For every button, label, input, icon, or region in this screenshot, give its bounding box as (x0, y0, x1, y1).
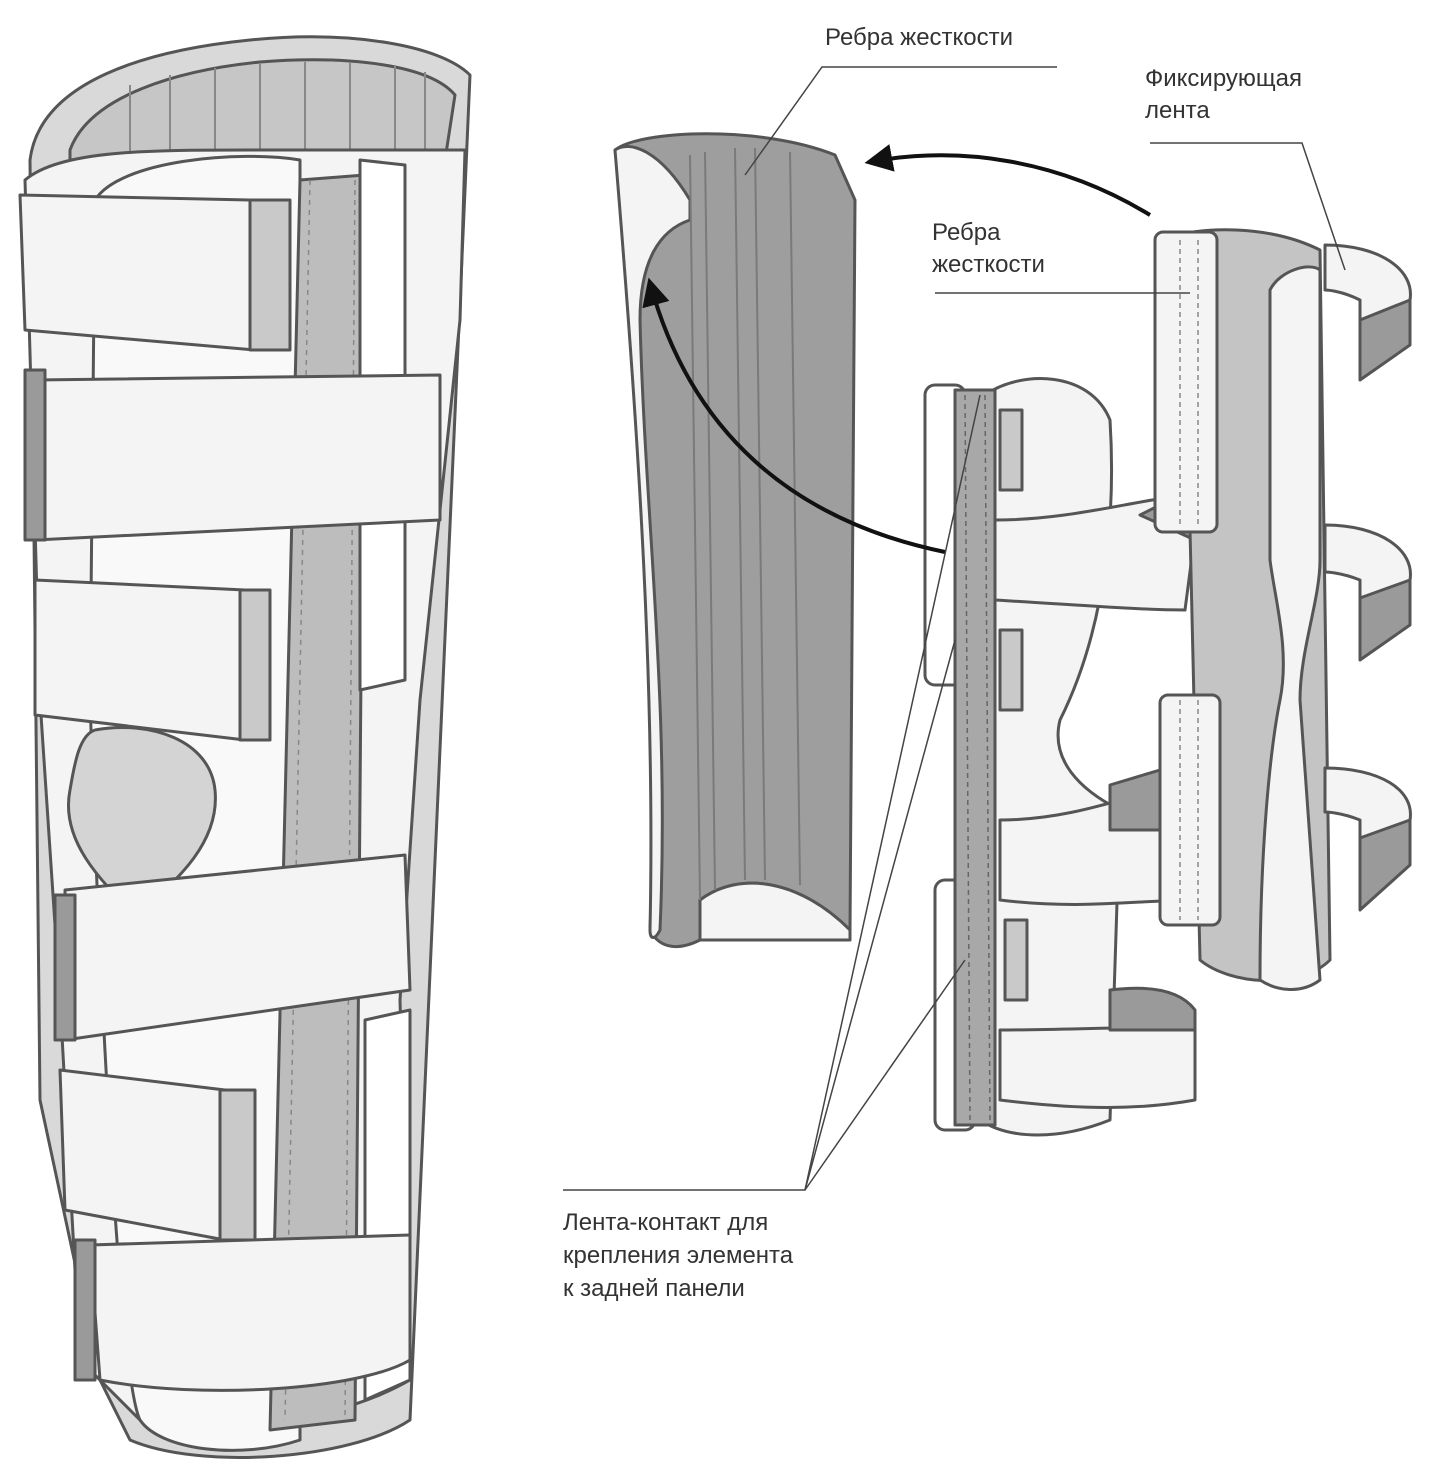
brace-straps (18, 193, 442, 1392)
arrow-lower (642, 277, 946, 554)
label-contact-line1: Лента-контакт для (563, 1209, 768, 1236)
contact-strip (953, 388, 997, 1127)
leader-lines (563, 66, 1346, 1191)
label-ribs-mid-line1: Ребра (932, 219, 1001, 246)
fixing-straps (1323, 243, 1412, 912)
back-panel (1153, 228, 1412, 991)
assembled-brace (18, 35, 472, 1459)
label-fixing-strap-line2: лента (1145, 97, 1210, 124)
label-contact-line2: крепления элемента (563, 1242, 794, 1269)
label-fixing-strap-line1: Фиксирующая (1145, 65, 1302, 92)
arrow-upper (864, 144, 1152, 217)
front-panel-with-contact (923, 377, 1202, 1137)
label-ribs-top: Ребра жесткости (825, 24, 1013, 51)
assembly-arrows (642, 144, 1152, 554)
label-contact-line3: к задней панели (563, 1275, 745, 1302)
label-ribs-mid-line2: жесткости (932, 251, 1045, 278)
front-shell (613, 132, 857, 949)
